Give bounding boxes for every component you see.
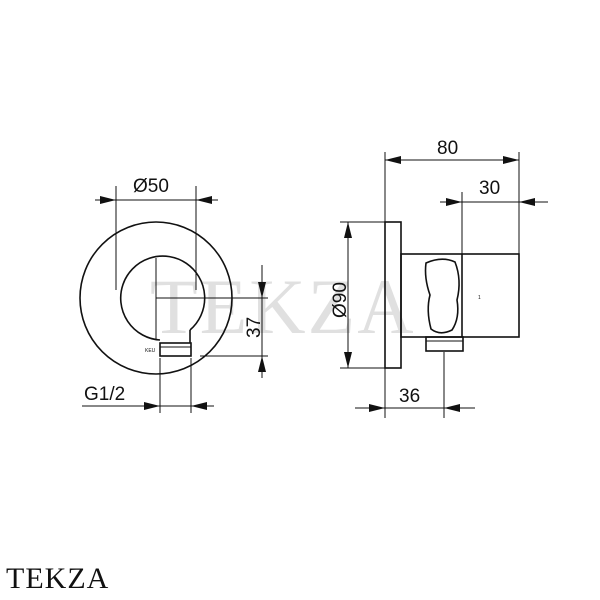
- front-view: KEU: [79, 221, 268, 375]
- side-mark: 1: [478, 295, 481, 301]
- brand-logo-text: TEKZA: [6, 562, 110, 595]
- dimension-d90: Ø90: [330, 221, 385, 369]
- dimension-36: 36: [355, 352, 475, 418]
- inner-circle: [119, 255, 206, 341]
- arrow-head: [258, 282, 266, 298]
- arrow-head: [100, 196, 116, 204]
- side-outlet-nipple: [425, 336, 464, 352]
- arrow-head: [444, 404, 460, 412]
- dimension-label-37: 37: [244, 317, 265, 338]
- dimension-label-36: 36: [399, 386, 420, 407]
- outlet-nipple: [159, 342, 192, 357]
- arrow-head: [344, 352, 352, 368]
- watermark-text: TEKZA: [150, 263, 416, 350]
- dimension-80: 80: [384, 138, 520, 254]
- arrow-head: [344, 222, 352, 238]
- dimension-g12: G1/2: [82, 358, 214, 413]
- dimension-d50: Ø50: [95, 176, 218, 290]
- side-view: 1: [384, 221, 520, 369]
- arrow-head: [503, 156, 519, 164]
- arrow-head: [519, 198, 535, 206]
- dimension-label-d50: Ø50: [133, 176, 169, 197]
- dimension-30: 30: [440, 178, 548, 254]
- dimension-label-g12: G1/2: [84, 384, 125, 405]
- dimension-label-d90: Ø90: [330, 282, 351, 318]
- arrow-head: [196, 196, 212, 204]
- arrow-head: [258, 356, 266, 372]
- arrow-head: [446, 198, 462, 206]
- arrow-head: [144, 402, 160, 410]
- holder-body: [400, 253, 520, 338]
- dimension-37: 37: [200, 265, 268, 378]
- dimension-label-80: 80: [437, 138, 458, 159]
- hose-clamp-insert: [424, 258, 460, 334]
- arrow-head: [385, 156, 401, 164]
- arrow-head: [369, 404, 385, 412]
- small-label: KEU: [145, 348, 156, 354]
- arrow-head: [191, 402, 207, 410]
- dimension-label-30: 30: [479, 178, 500, 199]
